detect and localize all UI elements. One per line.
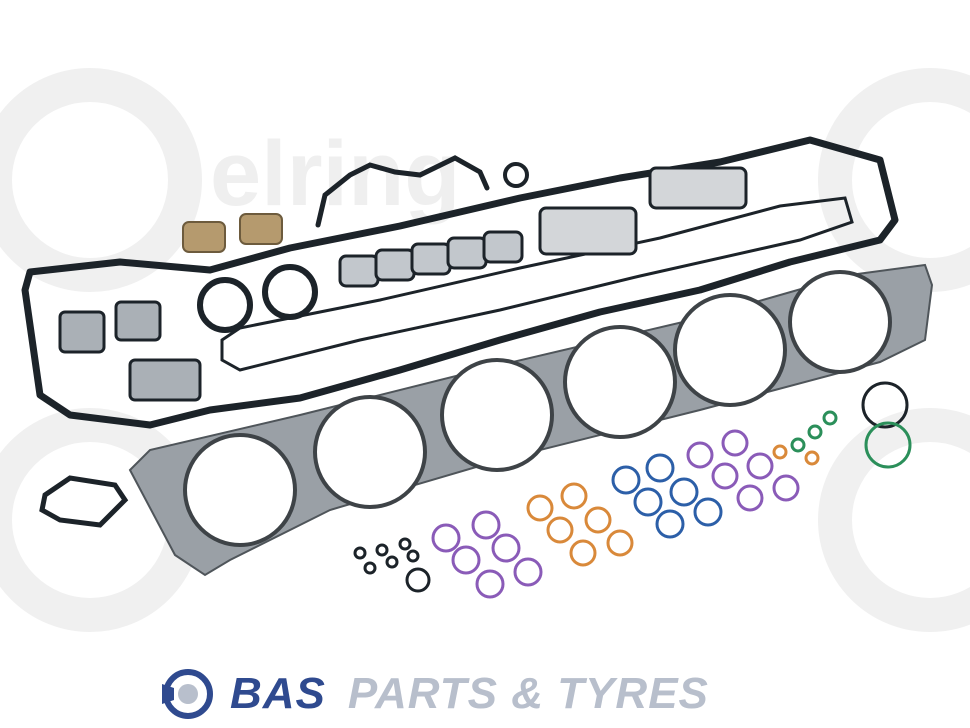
exhaust-rings: [197, 264, 318, 333]
curved-seal: [315, 155, 490, 228]
valve-cover-gasket: [21, 136, 899, 429]
brand-logo: BAS PARTS & TYRES: [160, 666, 840, 722]
gasket-set-photo: elring: [0, 68, 970, 632]
bearings: [182, 213, 283, 253]
inner-gasket: [220, 196, 854, 372]
bas-logo-icon: [162, 669, 213, 719]
cylinder-bores: [183, 270, 892, 547]
brand-name: BAS: [230, 669, 326, 718]
o-rings: [431, 381, 912, 599]
manifold-gaskets: [58, 166, 748, 402]
oil-filter-gasket: [39, 475, 129, 528]
small-black-orings: [353, 537, 431, 593]
brand-suffix: PARTS & TYRES: [347, 669, 709, 718]
small-seal-ring: [503, 162, 529, 188]
